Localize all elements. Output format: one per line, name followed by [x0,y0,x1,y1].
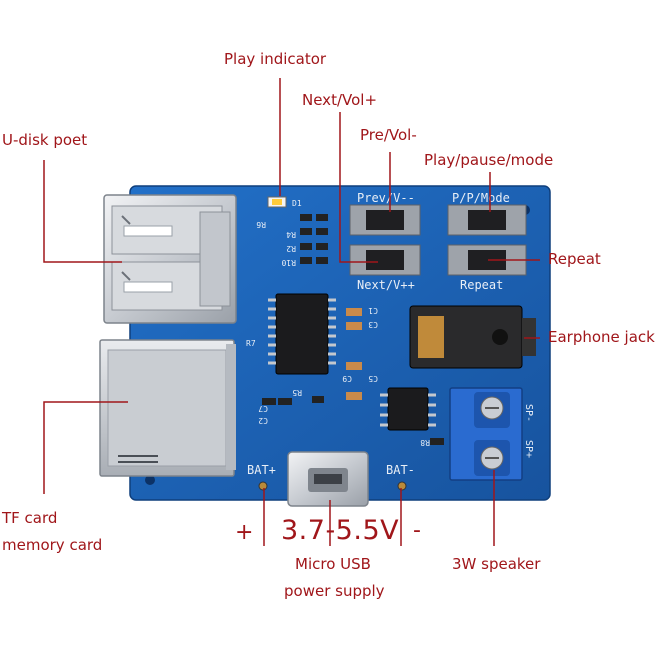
silk-c5: C5 [368,374,378,383]
silk-bat-minus: BAT- [386,463,415,477]
decoder-ic [268,293,336,375]
label-tf-card-line2: memory card [2,536,103,554]
silk-repeat: Repeat [460,278,503,292]
label-minus-sign: - [413,518,421,543]
label-earphone-jack: Earphone jack [548,328,655,346]
leader-lines [43,78,540,546]
silk-r6: R6 [256,220,266,229]
label-plus-sign: + [235,520,254,545]
label-pre-vol: Pre/Vol- [360,126,417,144]
label-next-vol: Next/Vol+ [302,91,378,109]
label-micro-usb-line2: power supply [284,582,385,600]
silk-r7: R7 [246,339,256,348]
tf-card-slot [99,339,236,477]
button-next [349,244,421,276]
amplifier-ic [380,387,436,431]
label-micro-usb-line1: Micro USB [295,555,371,573]
micro-usb-port [287,451,369,507]
silk-next: Next/V++ [357,278,415,292]
silk-c1: C1 [368,306,378,315]
silk-r2: R2 [286,244,296,253]
button-prev [349,204,421,236]
silk-pp-mode: P/P/Mode [452,191,510,205]
smd-components [262,214,444,445]
label-play-indicator: Play indicator [224,50,327,68]
silkscreen-labels: Prev/V-- P/P/Mode Next/V++ Repeat BAT+ B… [246,191,534,477]
label-voltage: 3.7-5.5V [281,515,400,546]
button-play-pause [447,204,527,236]
silk-r8: R8 [420,438,430,447]
silk-c7: C7 [258,404,268,413]
silk-r5: R5 [292,388,302,397]
silk-spk-plus: SP+ [523,440,534,458]
bat-minus-pad [397,481,407,491]
usb-a-port [103,194,237,324]
label-repeat: Repeat [548,250,601,268]
bat-plus-pad [258,481,268,491]
silk-c2: C2 [258,416,268,425]
label-play-pause-mode: Play/pause/mode [424,151,554,169]
label-u-disk-port: U-disk poet [2,131,88,149]
leader-u-disk [43,160,122,263]
silk-bat-plus: BAT+ [247,463,276,477]
silk-spk-minus: SP- [523,404,534,422]
leader-tf-card [43,401,128,494]
silk-prev: Prev/V-- [357,191,415,205]
silk-r10: R10 [281,258,296,267]
silk-c3: C3 [368,320,378,329]
silk-c9: C9 [342,374,352,383]
play-indicator-led [267,196,287,208]
earphone-jack [409,305,536,369]
label-speaker: 3W speaker [452,555,541,573]
silk-d1: D1 [292,199,302,208]
speaker-terminal-block [449,387,523,481]
leader-next-vol [339,112,378,263]
silk-r4: R4 [286,230,296,239]
label-tf-card-line1: TF card [2,509,58,527]
